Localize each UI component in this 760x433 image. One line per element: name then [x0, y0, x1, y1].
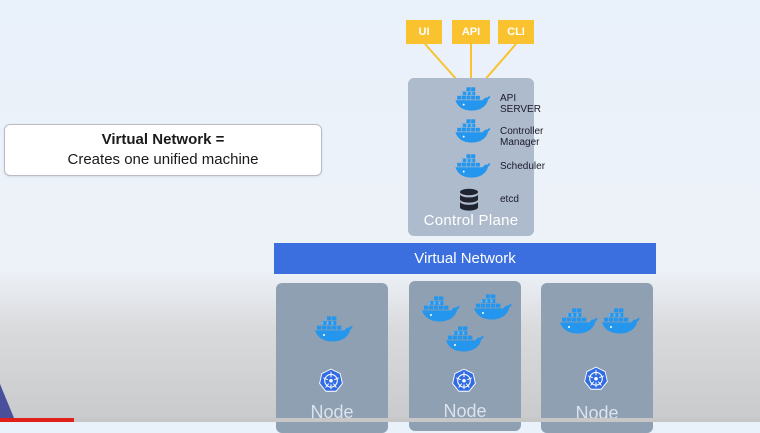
- node-3-kubelet-icon: [584, 365, 608, 391]
- node-2-docker-whale-icon-2: [473, 293, 513, 321]
- api-server-docker-whale-icon: [454, 86, 492, 112]
- virtual-network-bar: Virtual Network: [274, 243, 656, 274]
- scheduler-label: Scheduler: [500, 161, 546, 172]
- virtual-network-label: Virtual Network: [414, 250, 516, 267]
- control-plane: API SERVER Controller Manager Scheduler …: [408, 78, 545, 236]
- node-3: Node: [541, 283, 653, 433]
- client-api-label: API: [461, 26, 481, 38]
- node-1: Node: [276, 283, 388, 433]
- client-ui-box: UI: [406, 20, 442, 44]
- node-2: Node: [409, 281, 521, 431]
- controller-manager-docker-whale-icon: [454, 118, 492, 144]
- api-server-label: API SERVER: [500, 93, 541, 115]
- client-api-box: API: [452, 20, 490, 44]
- corner-decoration: [0, 384, 14, 418]
- etcd-database-icon: [460, 188, 478, 211]
- controller-manager-label: Controller Manager: [500, 126, 544, 148]
- node-2-docker-whale-icon-1: [421, 295, 461, 323]
- video-progress-fill: [0, 418, 74, 422]
- etcd-label: etcd: [500, 194, 519, 205]
- scheduler-docker-whale-icon: [454, 153, 492, 179]
- node-3-docker-whale-icon-2: [601, 307, 641, 335]
- node-1-kubelet-icon: [319, 367, 343, 393]
- callout-title: Virtual Network =: [101, 131, 225, 148]
- virtual-network-callout: Virtual Network = Creates one unified ma…: [4, 124, 322, 176]
- client-ui-label: UI: [418, 26, 430, 38]
- callout-subtitle: Creates one unified machine: [67, 151, 259, 168]
- node-3-docker-whale-icon-1: [559, 307, 599, 335]
- video-progress-bar[interactable]: [0, 418, 760, 422]
- client-cli-label: CLI: [507, 26, 525, 38]
- node-1-label: Node: [310, 402, 354, 422]
- client-cli-box: CLI: [498, 20, 534, 44]
- node-1-docker-whale-icon: [314, 315, 354, 343]
- node-2-docker-whale-icon-3: [445, 325, 485, 353]
- node-2-kubelet-icon: [452, 367, 476, 393]
- control-plane-title: Control Plane: [423, 212, 519, 229]
- node-2-label: Node: [443, 401, 487, 421]
